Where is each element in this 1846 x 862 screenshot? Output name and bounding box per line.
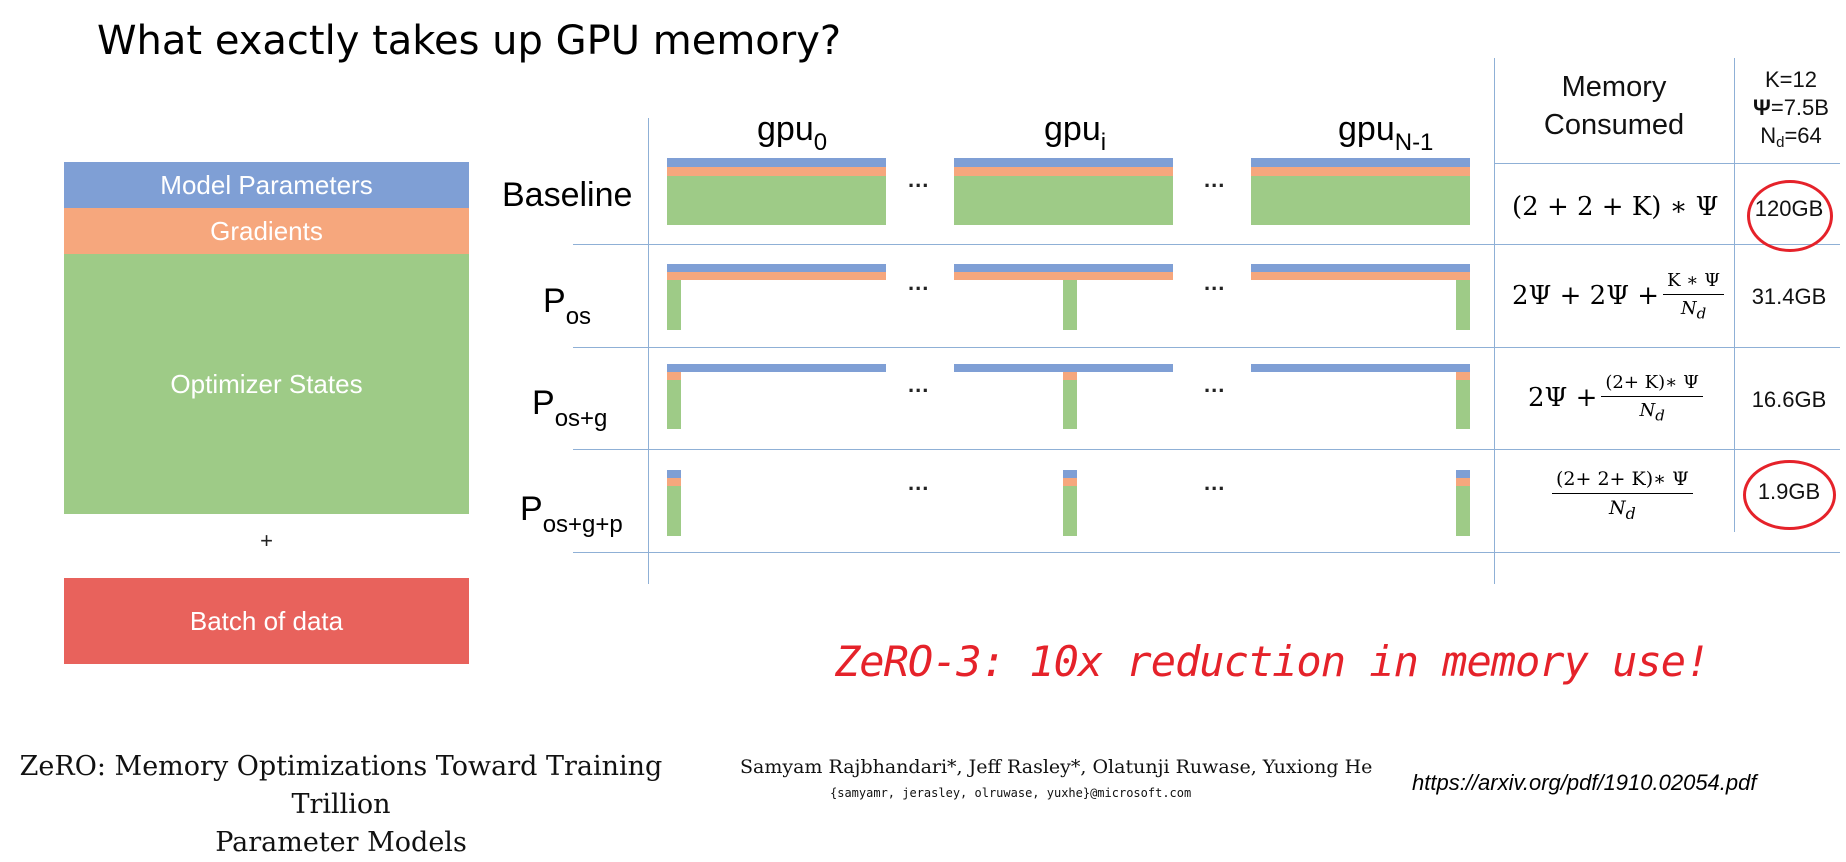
posg-gpu0-opt (667, 380, 681, 429)
posg-gpuN-opt (1456, 380, 1470, 429)
pos-gpui-params (954, 264, 1173, 272)
pos-gpui-opt (1063, 280, 1077, 330)
pos-gpuN-opt (1456, 280, 1470, 330)
paper-url-link[interactable]: https://arxiv.org/pdf/1910.02054.pdf (1412, 770, 1757, 795)
grid-hline-1 (573, 244, 1840, 245)
memory-pos-g: 16.6GB (1751, 387, 1827, 412)
legend-gradients: Gradients (64, 208, 469, 254)
memory-pos: 31.4GB (1751, 284, 1827, 309)
baseline-gpu0-grads (667, 167, 886, 176)
baseline-gpui-grads (954, 167, 1173, 176)
config-values: K=12 Ψ=7.5B Nd=64 (1753, 67, 1829, 151)
legend-plus: + (260, 528, 273, 553)
grid-hline-header (1494, 163, 1840, 164)
posgp-gpuN-opt (1456, 486, 1470, 536)
posgp-gpui-params (1063, 470, 1077, 478)
paper-authors: Samyam Rajbhandari*, Jeff Rasley*, Olatu… (740, 756, 1373, 778)
highlight-circle-baseline (1747, 180, 1833, 252)
pos-gpu0-grads (667, 272, 886, 280)
posgp-gpu0-opt (667, 486, 681, 536)
col-header-gpuN: gpuN-1 (1338, 110, 1434, 156)
paper-emails: {samyamr, jerasley, olruwase, yuxhe}@mic… (830, 786, 1192, 800)
baseline-gpuN-opt (1251, 176, 1470, 225)
posgp-gpuN-params (1456, 470, 1470, 478)
formula-baseline: (2 + 2 + K) ∗ Ψ (1512, 192, 1719, 222)
posg-gpui-params (954, 364, 1173, 372)
grid-hline-2 (573, 347, 1840, 348)
row-label-pos: Pos (543, 282, 592, 330)
posgp-gpuN-grads (1456, 478, 1470, 486)
col-header-memory: Memory Consumed (1543, 71, 1685, 141)
baseline-gpu0-opt (667, 176, 886, 225)
ellipsis: ... (908, 372, 930, 397)
posg-gpuN-params (1251, 364, 1470, 372)
zero3-note: ZeRO-3: 10x reduction in memory use! (835, 637, 1710, 686)
grid-hline-4 (573, 552, 1840, 553)
ellipsis: ... (1204, 270, 1226, 295)
baseline-gpui-opt (954, 176, 1173, 225)
posgp-gpu0-params (667, 470, 681, 478)
ellipsis: ... (908, 470, 930, 495)
pos-gpui-grads (954, 272, 1173, 280)
paper-title: ZeRO: Memory Optimizations Toward Traini… (19, 751, 663, 858)
posgp-gpui-opt (1063, 486, 1077, 536)
pos-gpu0-params (667, 264, 886, 272)
grid-hline-3 (573, 449, 1840, 450)
ellipsis: ... (908, 167, 930, 192)
posg-gpu0-grads (667, 372, 681, 380)
legend-optimizer-states: Optimizer States (64, 254, 469, 514)
posg-gpuN-grads (1456, 372, 1470, 380)
slide-title: What exactly takes up GPU memory? (97, 18, 842, 64)
posgp-gpui-grads (1063, 478, 1077, 486)
row-label-pos-g-p: Pos+g+p (520, 490, 623, 538)
ellipsis: ... (908, 270, 930, 295)
col-header-gpui: gpui (1044, 110, 1107, 156)
legend-model-parameters: Model Parameters (64, 162, 469, 208)
highlight-circle-pos-g-p (1743, 460, 1836, 530)
pos-gpuN-params (1251, 264, 1470, 272)
posg-gpu0-params (667, 364, 886, 372)
posg-gpui-grads (1063, 372, 1077, 380)
row-label-pos-g: Pos+g (532, 384, 608, 432)
pos-gpuN-grads (1251, 272, 1470, 280)
ellipsis: ... (1204, 167, 1226, 192)
ellipsis: ... (1204, 372, 1226, 397)
grid-vline-memory (1494, 58, 1495, 584)
col-header-gpu0: gpu0 (757, 110, 828, 156)
posg-gpui-opt (1063, 380, 1077, 429)
grid-vline-config (1734, 58, 1735, 532)
posgp-gpu0-grads (667, 478, 681, 486)
baseline-gpui-params (954, 158, 1173, 167)
row-label-baseline: Baseline (502, 176, 633, 214)
baseline-gpu0-params (667, 158, 886, 167)
baseline-gpuN-params (1251, 158, 1470, 167)
pos-gpu0-opt (667, 280, 681, 330)
ellipsis: ... (1204, 470, 1226, 495)
baseline-gpuN-grads (1251, 167, 1470, 176)
grid-vline-left (648, 118, 649, 584)
legend-batch-of-data: Batch of data (64, 578, 469, 664)
